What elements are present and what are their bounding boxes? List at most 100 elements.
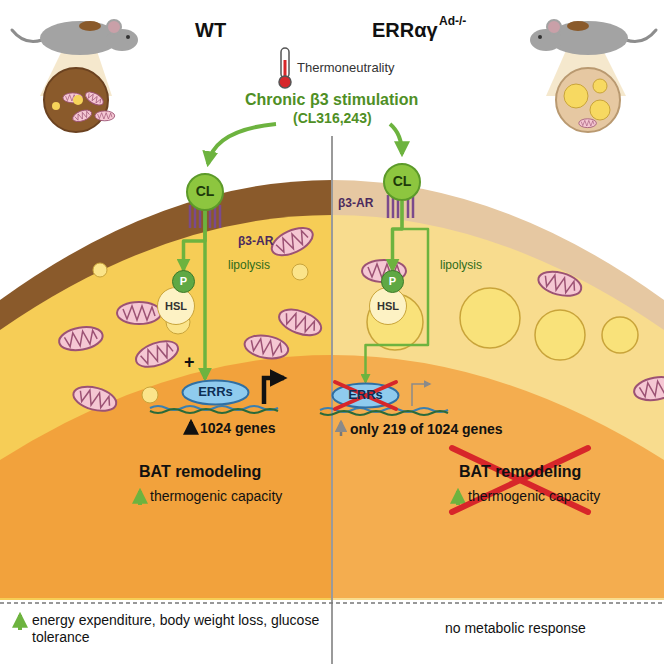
label-text: ERRαγ xyxy=(372,18,438,42)
organelles-left-part xyxy=(268,222,317,261)
label-text: β3-AR xyxy=(338,196,373,210)
signal-arrow xyxy=(393,201,403,270)
up-arrow xyxy=(456,491,460,505)
ligand-circle: CL xyxy=(186,173,224,211)
transcription-arrow xyxy=(264,378,284,404)
label-text: β3-AR xyxy=(238,234,273,248)
tissue-right-part xyxy=(332,215,664,600)
signal-arrow xyxy=(366,201,429,382)
dna-strand xyxy=(150,409,278,413)
edge-label: + xyxy=(184,353,195,371)
mouse-left-part xyxy=(12,20,138,55)
label-text: Chronic β3 stimulation xyxy=(245,90,418,109)
mouse-right-part xyxy=(593,79,607,93)
organelles-left-part xyxy=(133,336,182,372)
mouse-right-part xyxy=(556,68,620,132)
mouse-left-part xyxy=(95,111,115,121)
node-text: CL xyxy=(393,174,412,189)
organelles-left-part xyxy=(71,382,119,415)
cross-line xyxy=(335,382,396,409)
tissue-right xyxy=(332,180,664,600)
mouse-left-part xyxy=(71,108,93,124)
label-text: WT xyxy=(195,18,226,42)
node-text: P xyxy=(180,275,187,287)
organelles-left-part xyxy=(57,324,104,353)
mouse-left xyxy=(12,20,138,132)
transcription-arrow xyxy=(412,384,430,406)
thermometer xyxy=(279,48,291,88)
organelles-right-part xyxy=(536,267,584,300)
mouse-right-part xyxy=(579,119,597,128)
ellipse-shape-part xyxy=(183,381,249,405)
mouse-left-part xyxy=(83,89,105,107)
up-arrow xyxy=(18,615,22,630)
receptor-ellipse: ERRs xyxy=(181,379,250,406)
dna-strand xyxy=(320,411,448,415)
signal-arrow xyxy=(184,211,206,270)
node-text: P xyxy=(389,275,396,287)
label-text: BAT remodeling xyxy=(139,462,261,481)
label-text: Ad-/- xyxy=(439,14,466,28)
label-text: 1024 genes xyxy=(200,420,276,437)
label-text: lipolysis xyxy=(440,258,482,272)
tissue-left xyxy=(0,180,332,600)
label-text: (CL316,243) xyxy=(293,110,372,127)
node-text: HSL xyxy=(165,300,187,312)
label-text: no metabolic response xyxy=(445,620,586,637)
enzyme-circle: HSL xyxy=(369,287,407,325)
organelles-right xyxy=(362,260,664,403)
mouse-right xyxy=(530,20,656,132)
mouse-right-part xyxy=(590,100,610,120)
tissue-left-part xyxy=(0,355,332,598)
mouse-left-part xyxy=(44,68,108,132)
thermometer-part xyxy=(279,76,291,88)
up-arrow xyxy=(340,422,343,436)
divider xyxy=(331,136,333,664)
phospho-circle: P xyxy=(381,270,404,293)
organelles-left-part xyxy=(93,263,107,277)
label-text: thermogenic capacity xyxy=(150,488,282,505)
node-text: ERRs xyxy=(198,385,233,399)
dashed-line xyxy=(0,602,664,604)
stimulation-arrow xyxy=(390,124,402,154)
node-text: ERRs xyxy=(348,388,383,402)
node-text: HSL xyxy=(377,300,399,312)
mouse-right-part xyxy=(530,20,656,55)
phospho-circle: P xyxy=(172,270,195,293)
cross-line xyxy=(335,382,396,409)
signal-arrow xyxy=(203,211,207,379)
tissue-right-part xyxy=(332,355,664,598)
label-text: BAT remodeling xyxy=(459,462,581,481)
ligand-circle: CL xyxy=(383,163,421,201)
tissue-left-part xyxy=(0,180,332,600)
up-arrow xyxy=(189,422,193,434)
label-text: lipolysis xyxy=(228,258,270,272)
mouse-left-part xyxy=(73,95,83,105)
organelles-left-part xyxy=(142,387,158,403)
label-text: energy expenditure, body weight loss, gl… xyxy=(32,612,322,646)
mouse-right-part xyxy=(564,84,588,108)
organelles-left-part xyxy=(292,264,308,280)
stimulation-arrow xyxy=(208,124,276,164)
label-text: Thermoneutrality xyxy=(297,60,395,76)
organelles-right-part xyxy=(602,317,638,353)
organelles-left xyxy=(57,222,324,415)
organelles-left-part xyxy=(243,332,290,361)
tissue-right-part xyxy=(332,180,664,600)
receptor xyxy=(190,195,413,228)
label-text: thermogenic capacity xyxy=(468,488,600,505)
organelles-right-part xyxy=(632,374,664,403)
node-text: CL xyxy=(196,184,215,199)
tissue-left-part xyxy=(0,215,332,600)
label-text: only 219 of 1024 genes xyxy=(350,421,503,438)
organelles-left-part xyxy=(276,305,325,341)
organelles-right-part xyxy=(535,310,585,360)
organelles-right-part xyxy=(460,288,520,348)
mouse-left-part xyxy=(52,102,60,110)
up-arrow xyxy=(138,491,142,505)
organelles-left-part xyxy=(117,302,161,324)
enzyme-circle: HSL xyxy=(157,287,195,325)
receptor-ellipse: ERRs xyxy=(331,382,400,409)
